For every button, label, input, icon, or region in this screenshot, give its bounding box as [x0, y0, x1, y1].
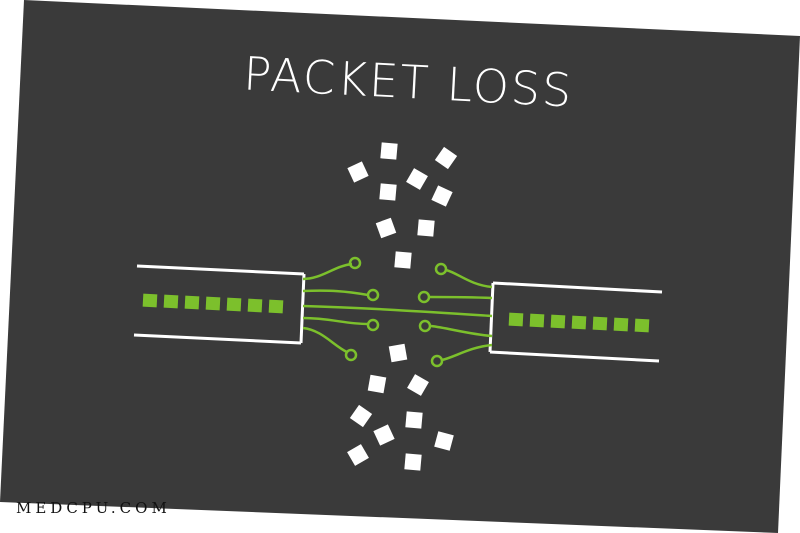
- packet-square: [349, 404, 373, 428]
- led-indicator: [142, 293, 158, 308]
- packet-square: [380, 142, 398, 160]
- packet-square: [417, 219, 435, 237]
- left-connector: [133, 264, 306, 345]
- packet-square: [404, 453, 422, 471]
- lost-packets: [347, 142, 458, 471]
- packet-square: [431, 185, 453, 207]
- led-indicator: [571, 315, 587, 330]
- right-connector-leds: [508, 312, 650, 333]
- led-indicator: [247, 298, 263, 313]
- led-indicator: [592, 316, 608, 331]
- led-indicator: [508, 312, 524, 327]
- packet-square: [379, 183, 397, 201]
- packet-square: [406, 168, 428, 190]
- left-connector-leds: [142, 293, 284, 314]
- packet-square: [394, 251, 412, 269]
- led-indicator: [550, 314, 566, 329]
- led-indicator: [529, 313, 545, 328]
- packet-square: [388, 343, 408, 363]
- right-connector: [488, 281, 663, 363]
- packet-square: [347, 161, 369, 183]
- led-indicator: [163, 294, 179, 309]
- packet-square: [367, 374, 387, 394]
- packet-square: [434, 146, 458, 170]
- led-indicator: [205, 296, 221, 311]
- packet-square: [434, 431, 454, 451]
- broken-wires: [302, 256, 493, 368]
- watermark: MEDCPU.COM: [16, 499, 171, 517]
- led-indicator: [634, 318, 650, 333]
- packet-square: [373, 424, 395, 446]
- led-indicator: [268, 299, 284, 314]
- packet-square: [375, 217, 397, 239]
- led-indicator: [226, 297, 242, 312]
- packet-square: [347, 444, 369, 466]
- led-indicator: [184, 295, 200, 310]
- packet-square: [405, 411, 423, 429]
- packet-square: [407, 374, 429, 396]
- led-indicator: [613, 317, 629, 332]
